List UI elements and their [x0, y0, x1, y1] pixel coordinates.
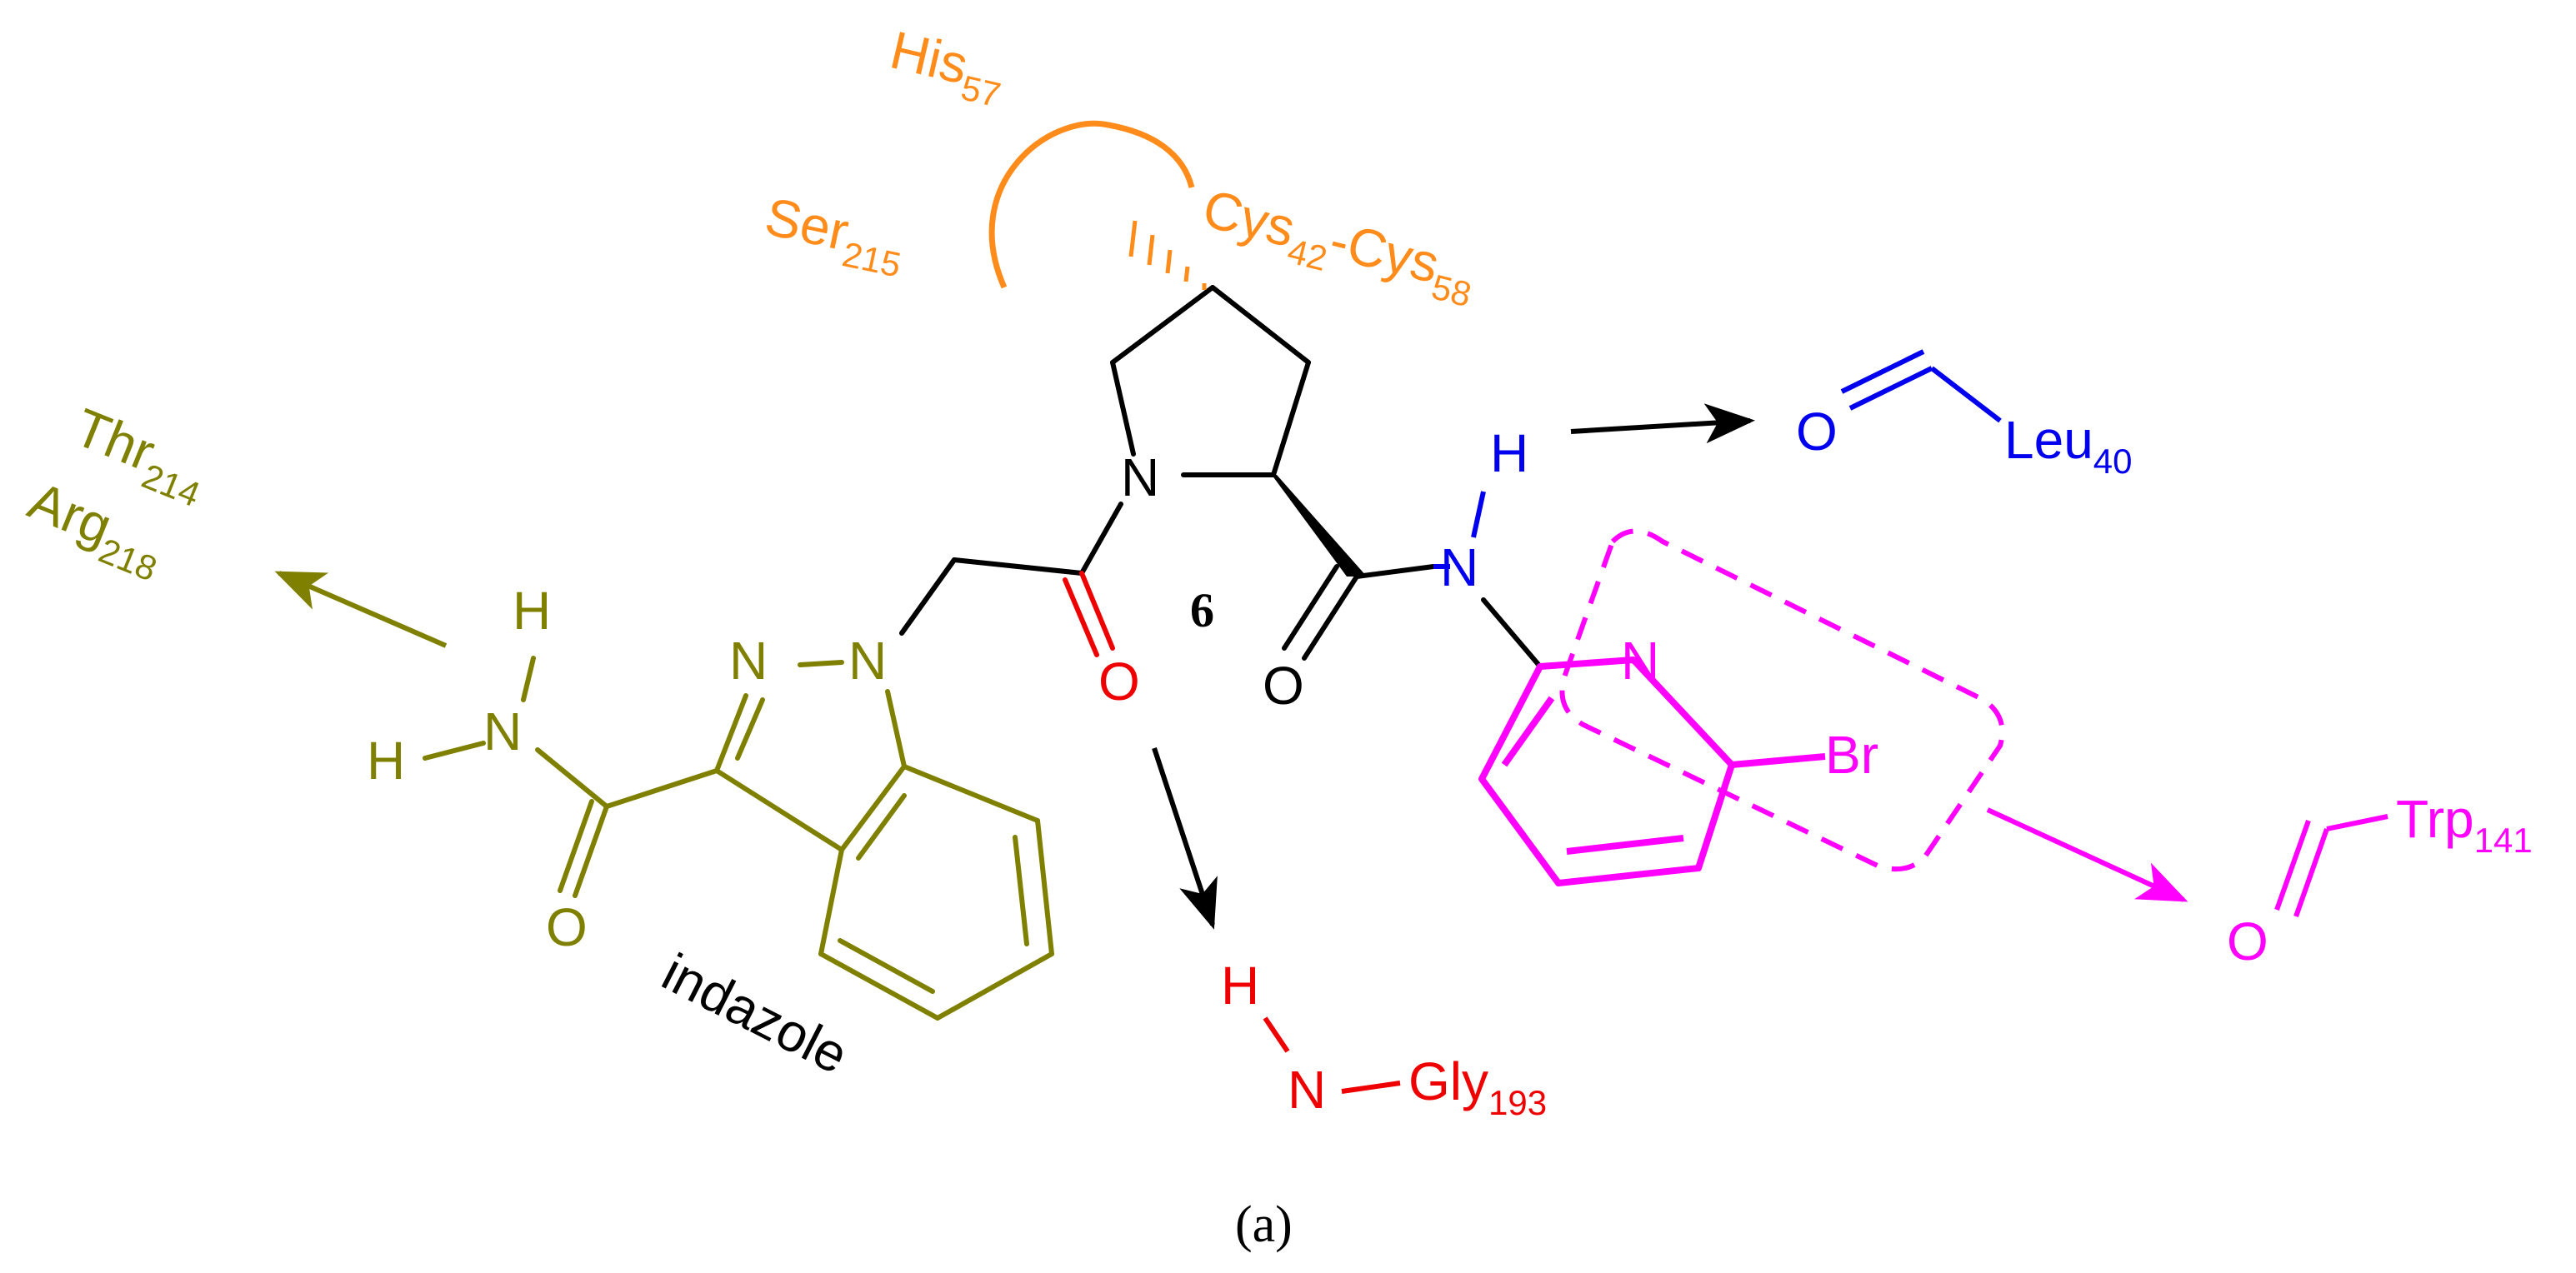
atom-n-pyridine: N [1621, 631, 1659, 691]
atom-h-amide: H [1490, 423, 1528, 483]
dashed-hydrophobic-box [1559, 528, 2005, 871]
wedge-bond [1272, 475, 1367, 577]
gly-nitrogen: N [1288, 1060, 1326, 1120]
bromopyridine-ring [1478, 656, 1826, 886]
residue-gly193: Gly193 [1408, 1051, 1547, 1122]
atom-n-amide: N [1440, 537, 1478, 597]
arrow-to-thr-arg [274, 571, 448, 648]
acyl-carbonyl-bond [1063, 571, 1115, 657]
pyrrolidine-core [899, 285, 1543, 669]
trp-oxygen: O [2227, 911, 2268, 971]
atom-n-pyrrolidine: N [1121, 447, 1159, 507]
hashed-bond [1128, 220, 1207, 290]
amide-nh-bond [1433, 491, 1486, 569]
gly-hydrogen: H [1221, 956, 1259, 1016]
arrow-to-trp [1986, 807, 2188, 902]
atom-n-indazole-2: N [729, 631, 768, 691]
indazole-label: indazole [653, 941, 858, 1085]
residue-leu40: Leu40 [2004, 410, 2133, 481]
residue-cys42-cys58: Cys42-Cys58 [1194, 178, 1483, 315]
residue-trp141: Trp141 [2396, 789, 2533, 860]
residue-his57: His57 [883, 19, 1012, 114]
methylene-linker [899, 558, 957, 635]
atom-h-carboxamide-left: H [367, 731, 405, 791]
cyclopropyl-arc [988, 120, 1195, 289]
compound-number: 6 [1190, 583, 1214, 637]
atom-br: Br [1825, 725, 1878, 785]
atom-o-carboxamide: O [546, 897, 588, 957]
atom-h-carboxamide-top: H [513, 581, 551, 641]
atom-o-acyl: O [1098, 651, 1140, 711]
leu-oxygen: O [1796, 402, 1838, 462]
arrow-to-gly [1152, 747, 1218, 930]
trp-carbonyl [2274, 814, 2388, 917]
atom-n-carboxamide: N [483, 701, 522, 761]
arrow-to-leu [1570, 403, 1755, 444]
atom-n-indazole-1: N [848, 631, 887, 691]
gly-nh [1263, 1016, 1401, 1094]
figure-caption: (a) [1235, 1196, 1293, 1253]
residue-ser215: Ser215 [758, 186, 911, 284]
indazole-ring [423, 656, 1054, 1021]
atom-o-amide: O [1263, 656, 1304, 716]
leu-carbonyl [1840, 349, 2002, 423]
